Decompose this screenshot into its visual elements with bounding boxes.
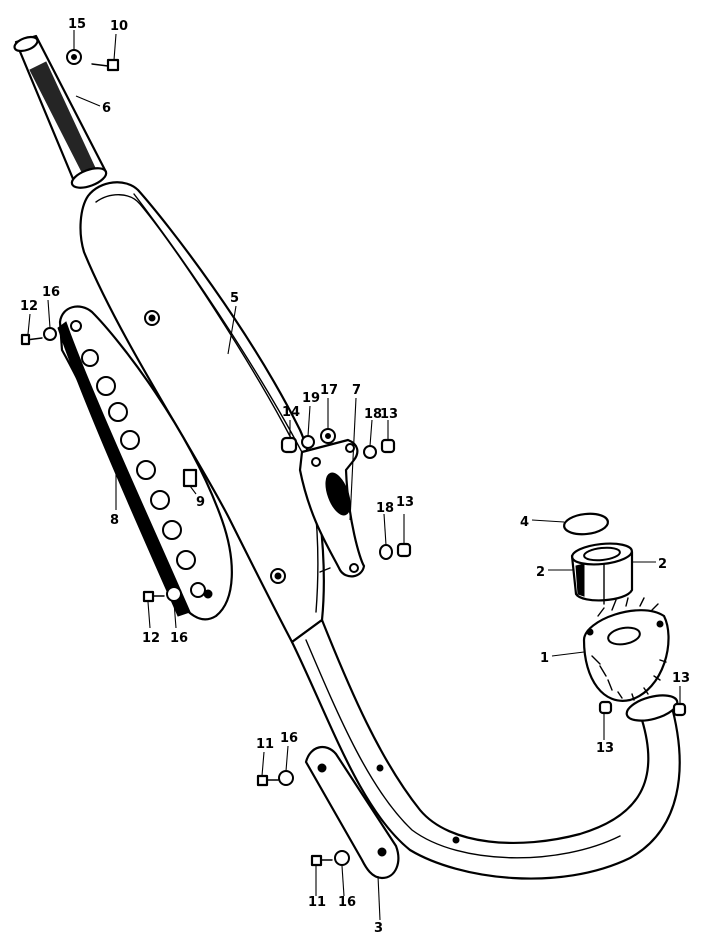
callout-17: 17 <box>320 383 338 398</box>
callout-7: 7 <box>352 383 361 398</box>
callout-19: 19 <box>302 391 320 406</box>
callout-6: 6 <box>102 101 111 116</box>
callout-10: 10 <box>110 19 128 34</box>
lower-bracket <box>304 745 400 880</box>
callout-labels: 15 10 6 5 12 16 14 19 17 7 18 13 18 13 8… <box>20 17 690 936</box>
callout-16-bracket-upper: 16 <box>280 731 298 746</box>
callout-16-upper: 16 <box>42 285 60 300</box>
callout-13-flange-left: 13 <box>596 741 614 756</box>
gasket-ring <box>562 512 610 536</box>
exhaust-pipe <box>290 618 681 880</box>
collet-halves <box>570 542 634 605</box>
muffler-body <box>79 181 331 644</box>
callout-9: 9 <box>196 495 205 510</box>
heat-shield <box>57 305 233 621</box>
callout-3: 3 <box>374 921 383 936</box>
callout-2-right: 2 <box>658 557 667 572</box>
callout-16-lower: 16 <box>170 631 188 646</box>
callout-8: 8 <box>110 513 119 528</box>
exhaust-flange <box>582 597 670 702</box>
tail-pipe <box>13 34 108 189</box>
stud <box>182 468 198 488</box>
callout-4: 4 <box>520 515 529 530</box>
callout-5: 5 <box>230 291 239 306</box>
hardware <box>20 49 687 867</box>
callout-13-middle: 13 <box>396 495 414 510</box>
callout-11-lower: 11 <box>308 895 326 910</box>
callout-12-lower: 12 <box>142 631 160 646</box>
callout-13-flange-right: 13 <box>672 671 690 686</box>
callout-1: 1 <box>540 651 549 666</box>
callout-13-upper: 13 <box>380 407 398 422</box>
callout-16-bracket-lower: 16 <box>338 895 356 910</box>
callout-2-left: 2 <box>536 565 545 580</box>
callout-12-upper: 12 <box>20 299 38 314</box>
leader-lines <box>27 30 681 921</box>
callout-18-lower: 18 <box>376 501 394 516</box>
callout-14: 14 <box>282 405 300 420</box>
callout-18-upper: 18 <box>364 407 382 422</box>
callout-11-upper: 11 <box>256 737 274 752</box>
muffler-bracket <box>298 438 366 578</box>
callout-15: 15 <box>68 17 86 32</box>
